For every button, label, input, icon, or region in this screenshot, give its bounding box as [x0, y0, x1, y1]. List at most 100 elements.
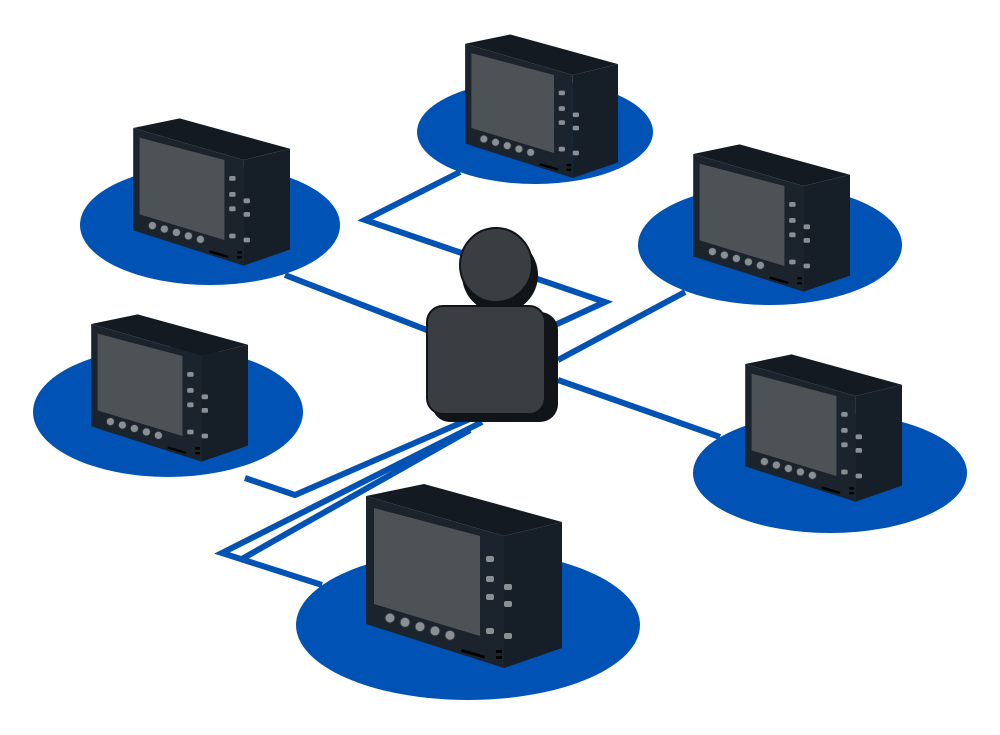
- connector-icon: [803, 238, 810, 243]
- hub-body-icon: [426, 305, 546, 415]
- vent-icon: [566, 163, 572, 167]
- vent-icon: [195, 452, 200, 455]
- knob-icon: [148, 221, 157, 231]
- connector-icon: [201, 433, 208, 439]
- network-links: [214, 169, 721, 588]
- device-top: [133, 118, 290, 160]
- knob-icon: [184, 231, 193, 241]
- device-side: [201, 344, 248, 462]
- device-side: [504, 522, 562, 668]
- knob-icon: [756, 260, 765, 270]
- device-side: [855, 384, 902, 502]
- connector-icon: [229, 206, 236, 212]
- network-link: [556, 289, 687, 363]
- central-hub: [426, 227, 558, 422]
- vent-icon: [797, 277, 802, 280]
- device-screen: [139, 137, 225, 240]
- card-slot-icon: [821, 486, 841, 494]
- vent-icon: [195, 447, 200, 450]
- connector-icon: [187, 402, 194, 408]
- knob-icon: [160, 224, 169, 234]
- card-slot-icon: [209, 250, 229, 258]
- oscilloscope-device: [745, 354, 902, 502]
- connector-icon: [789, 232, 796, 238]
- connector-icon: [486, 556, 494, 562]
- vent-icon: [797, 282, 802, 285]
- connector-icon: [841, 442, 848, 448]
- knob-icon: [196, 234, 205, 244]
- connector-icon: [558, 106, 565, 111]
- card-slot-icon: [769, 276, 789, 284]
- network-link: [214, 419, 484, 588]
- connector-icon: [841, 469, 848, 475]
- connector-icon: [855, 473, 862, 479]
- connector-icon: [243, 212, 250, 217]
- vent-icon: [849, 487, 854, 490]
- knob-icon: [130, 424, 139, 433]
- device-top: [91, 314, 248, 356]
- connector-icon: [803, 263, 810, 269]
- knob-icon: [444, 629, 456, 641]
- connector-icon: [558, 146, 565, 152]
- device-screen: [751, 373, 837, 476]
- knob-icon: [760, 457, 769, 467]
- connector-icon: [855, 448, 862, 453]
- card-slot-icon: [167, 446, 187, 454]
- connector-icon: [187, 388, 194, 393]
- knob-icon: [142, 427, 151, 437]
- vent-icon: [496, 650, 502, 653]
- connector-icon: [572, 112, 579, 118]
- connector-icon: [789, 202, 796, 207]
- connector-icon: [229, 176, 236, 181]
- knob-icon: [106, 417, 115, 427]
- connector-icon: [504, 601, 512, 607]
- network-link: [244, 415, 474, 499]
- connector-icon: [504, 633, 512, 639]
- knob-icon: [479, 134, 489, 144]
- oscilloscope-device: [693, 144, 850, 292]
- device-side: [243, 148, 290, 266]
- vent-icon: [237, 256, 242, 259]
- oscilloscope-device: [366, 484, 562, 668]
- device-top: [366, 484, 562, 536]
- connector-icon: [789, 218, 796, 223]
- knob-icon: [526, 148, 535, 157]
- connector-icon: [789, 259, 796, 265]
- connector-icon: [229, 192, 236, 197]
- devices: [91, 34, 902, 668]
- oscilloscope-device: [133, 118, 290, 266]
- network-link: [557, 377, 721, 440]
- knob-icon: [429, 625, 441, 637]
- connector-icon: [803, 224, 810, 230]
- network-link: [283, 272, 434, 335]
- device-top: [465, 34, 618, 75]
- device-side: [803, 174, 850, 292]
- connector-icon: [229, 233, 236, 239]
- vent-icon: [496, 656, 502, 659]
- connector-icon: [187, 372, 194, 377]
- device-side: [572, 64, 618, 178]
- oscilloscope-device: [465, 34, 618, 178]
- network-link: [238, 427, 472, 563]
- connector-icon: [486, 594, 494, 600]
- connector-icon: [486, 576, 494, 582]
- device-screen: [471, 53, 555, 153]
- knob-icon: [502, 141, 512, 150]
- card-slot-icon: [539, 163, 558, 171]
- knob-icon: [172, 228, 181, 237]
- knob-icon: [796, 467, 805, 477]
- knob-icon: [732, 254, 741, 263]
- knob-icon: [399, 616, 411, 628]
- knob-icon: [154, 430, 163, 440]
- connector-icon: [243, 198, 250, 204]
- card-slot-icon: [461, 649, 486, 659]
- connector-icon: [486, 628, 494, 634]
- connector-icon: [187, 429, 194, 435]
- knob-icon: [118, 420, 127, 430]
- knob-icon: [744, 257, 753, 267]
- connector-icon: [558, 120, 565, 125]
- knob-icon: [414, 621, 426, 633]
- device-screen: [97, 333, 183, 436]
- device-screen: [374, 508, 480, 636]
